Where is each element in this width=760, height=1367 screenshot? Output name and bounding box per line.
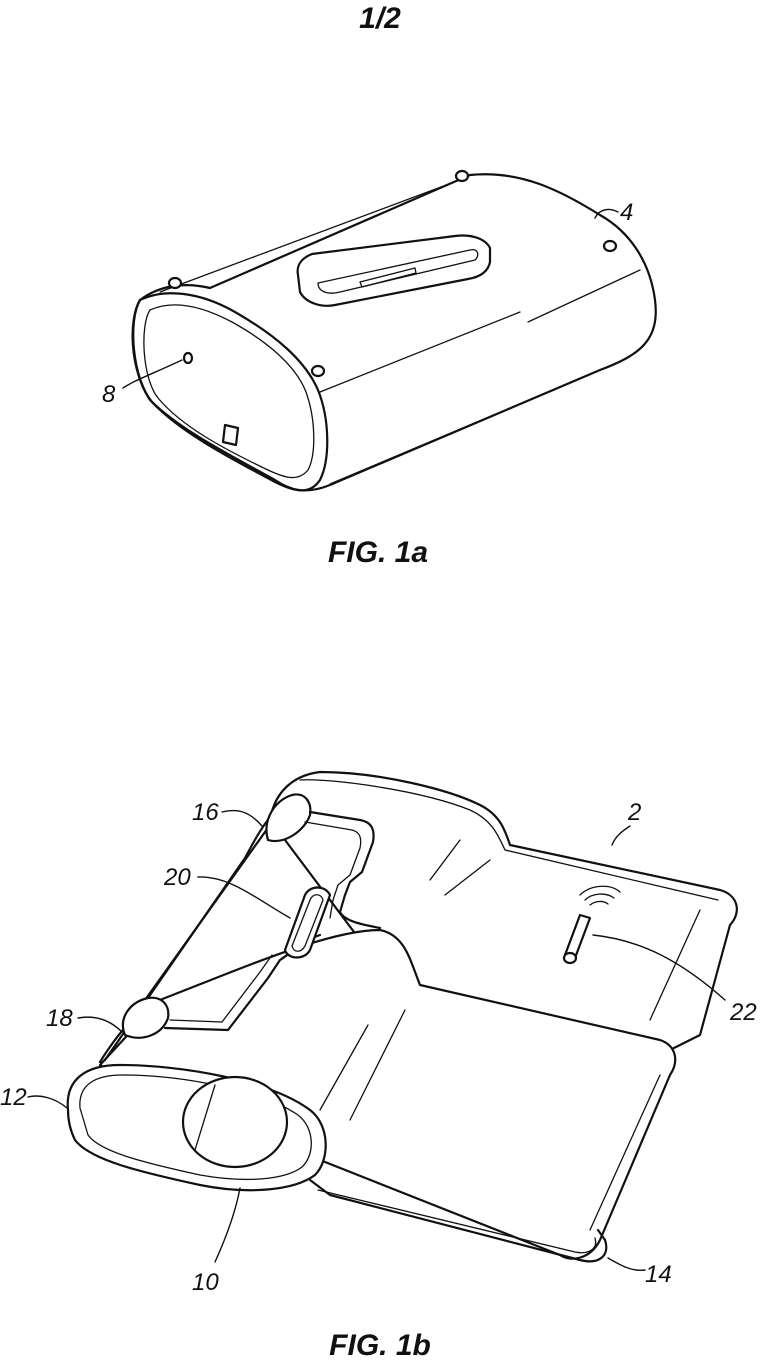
reference-label-10: 10 (192, 1269, 219, 1296)
figure-caption-1b: FIG. 1b (329, 1329, 431, 1362)
sheet-number: 1/2 (359, 2, 401, 35)
figure-1b-device-sleeve (66, 770, 738, 1263)
reference-label-18: 18 (46, 1005, 73, 1032)
figure-caption-1a: FIG. 1a (328, 536, 428, 569)
reference-label-16: 16 (192, 799, 219, 826)
reference-label-14: 14 (645, 1261, 672, 1288)
reference-label-22: 22 (729, 999, 757, 1026)
figure-1a-device-housing (131, 169, 657, 492)
reference-label-12: 12 (0, 1084, 27, 1111)
reference-label-20: 20 (163, 864, 191, 891)
reference-label-4: 4 (620, 199, 633, 226)
reference-label-2: 2 (627, 799, 641, 826)
reference-label-8: 8 (102, 381, 116, 408)
